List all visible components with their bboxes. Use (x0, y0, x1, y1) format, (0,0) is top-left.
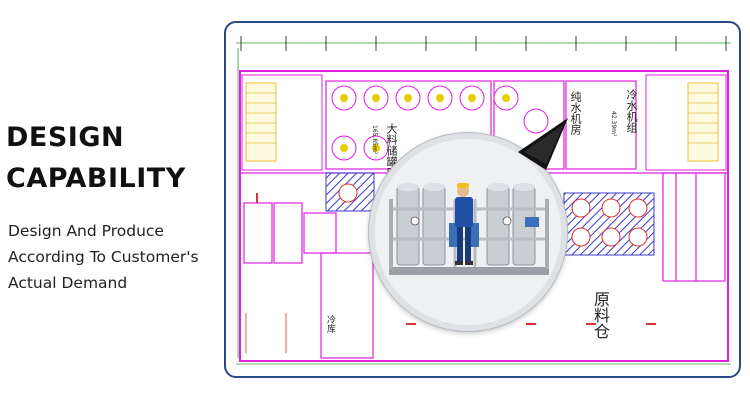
cold-storage-label: 冷库 (325, 315, 335, 333)
magnifier-pointer (518, 118, 568, 170)
description-line-2: According To Customer's (8, 248, 199, 266)
tank-area-size: 165.85m² (371, 125, 378, 155)
section-heading: DESIGN CAPABILITY (6, 117, 216, 199)
chiller-label: 冷水机组 (625, 89, 638, 133)
worker-figure (455, 183, 473, 265)
heading-line-1: DESIGN (6, 122, 125, 153)
description: Design And Produce According To Customer… (8, 218, 223, 296)
chiller-area-size: 42.39m² (610, 111, 617, 137)
pure-water-room-label: 纯水机房 (569, 91, 582, 135)
heading-line-2: CAPABILITY (6, 163, 186, 194)
raw-warehouse-label: 原料仓 (591, 291, 610, 339)
floor-plan-drawing (236, 36, 731, 365)
equipment-magnifier (369, 133, 567, 331)
description-line-3: Actual Demand (8, 274, 128, 292)
water-treatment-equipment-illustration (375, 139, 561, 325)
description-line-1: Design And Produce (8, 222, 164, 240)
